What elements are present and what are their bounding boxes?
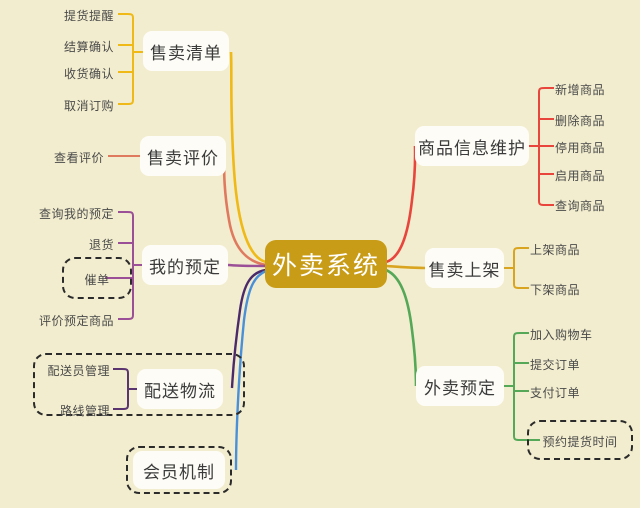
- curve-root-to-my-booking: [227, 263, 267, 268]
- curve-root-to-takeout-booking: [385, 268, 418, 387]
- curve-root-to-product-info: [385, 145, 417, 264]
- branch-node-my-booking[interactable]: 我的预定: [142, 245, 228, 285]
- leaf-pay-order[interactable]: 支付订单: [530, 386, 581, 400]
- branch-node-sell-listing[interactable]: 售卖上架: [425, 248, 504, 288]
- leaf-view-review[interactable]: 查看评价: [53, 151, 104, 165]
- branch-node-delivery-logistics[interactable]: 配送物流: [137, 369, 223, 409]
- leaf-urge-order[interactable]: 催单: [84, 273, 110, 287]
- leaf-query-my-booking[interactable]: 查询我的预定: [38, 207, 114, 221]
- branch-node-sell-review[interactable]: 售卖评价: [140, 136, 226, 176]
- leaf-delete-product[interactable]: 删除商品: [555, 114, 606, 128]
- curve-root-to-sell-listing: [385, 264, 426, 270]
- leaf-review-booked-product[interactable]: 评价预定商品: [38, 314, 114, 328]
- leaf-disable-product[interactable]: 停用商品: [555, 141, 606, 155]
- dashed-box-cuidan: [62, 257, 132, 299]
- branch-node-member-system[interactable]: 会员机制: [133, 451, 225, 489]
- curve-root-to-sell-review: [222, 155, 267, 267]
- leaf-schedule-pickup-time[interactable]: 预约提货时间: [542, 435, 618, 449]
- dashed-box-delivery-logistics: [33, 353, 245, 416]
- leaf-add-product[interactable]: 新增商品: [555, 83, 606, 97]
- leaf-enable-product[interactable]: 启用商品: [555, 169, 606, 183]
- leaf-list-product[interactable]: 上架商品: [530, 243, 581, 257]
- leaf-submit-order[interactable]: 提交订单: [530, 358, 581, 372]
- leaf-pickup-reminder[interactable]: 提货提醒: [63, 9, 114, 23]
- leaf-route-management[interactable]: 路线管理: [59, 404, 110, 418]
- dashed-box-pickup-time: [527, 420, 633, 460]
- branch-node-product-info[interactable]: 商品信息维护: [415, 126, 529, 166]
- root-node-takeout-system[interactable]: 外卖系统: [265, 240, 387, 288]
- leaf-query-product[interactable]: 查询商品: [555, 199, 606, 213]
- curve-root-to-sell-list: [229, 51, 267, 264]
- leaf-return-goods[interactable]: 退货: [88, 238, 114, 252]
- leaf-add-to-cart[interactable]: 加入购物车: [530, 328, 593, 342]
- branch-node-takeout-booking[interactable]: 外卖预定: [416, 366, 504, 406]
- dashed-box-member-system: [126, 446, 232, 494]
- leaf-settlement-confirm[interactable]: 结算确认: [63, 40, 114, 54]
- leaf-courier-management[interactable]: 配送员管理: [47, 364, 110, 378]
- branch-node-sell-list[interactable]: 售卖清单: [143, 31, 229, 71]
- leaf-cancel-order[interactable]: 取消订购: [63, 99, 114, 113]
- leaf-receipt-confirm[interactable]: 收货确认: [63, 67, 114, 81]
- leaf-unlist-product[interactable]: 下架商品: [530, 283, 581, 297]
